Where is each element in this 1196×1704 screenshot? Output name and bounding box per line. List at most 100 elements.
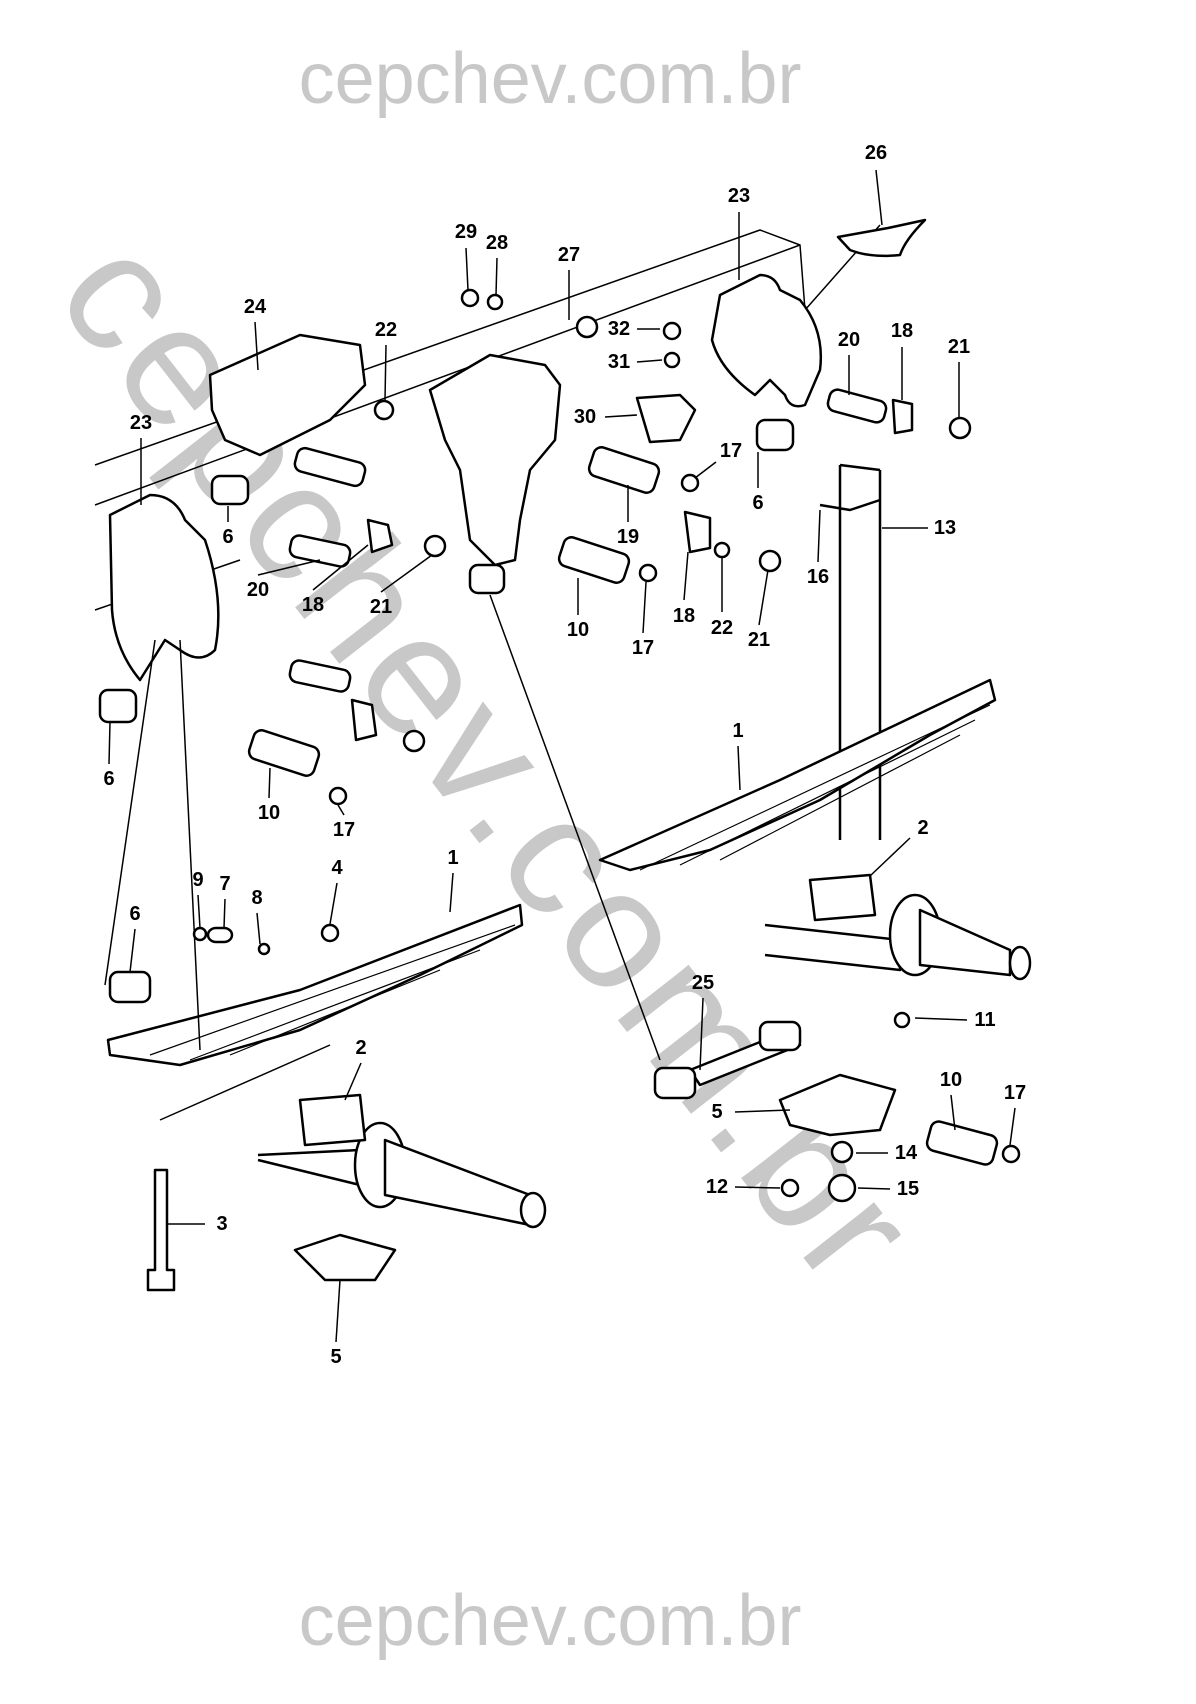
bushing: [206, 926, 234, 944]
leader-line: [329, 882, 338, 925]
callout-part-number: 10: [939, 1069, 963, 1091]
leader-line: [449, 872, 454, 913]
callout-part-number: 10: [566, 619, 590, 641]
fastener: [373, 399, 395, 421]
part-23-hanger-right: [710, 273, 822, 408]
callout-part-number: 18: [672, 605, 696, 627]
leaf-lines-left: [149, 924, 516, 1061]
part-13-u-bolts: [819, 463, 882, 840]
fastener: [486, 293, 504, 311]
bushing: [826, 388, 888, 424]
leader-line: [817, 509, 821, 563]
leader-line: [734, 1186, 781, 1189]
leader-line: [223, 898, 226, 929]
nuts-and-washers: [192, 288, 1021, 1203]
callout-part-number: 21: [947, 336, 971, 358]
leader-line: [636, 359, 663, 363]
callout-part-number: 11: [974, 1009, 996, 1031]
leader-line: [857, 1187, 891, 1190]
callout-part-number: 5: [711, 1101, 723, 1123]
callout-part-number: 17: [631, 637, 655, 659]
fastener: [257, 942, 271, 956]
leader-line: [694, 461, 717, 479]
leader-line: [758, 569, 769, 626]
leader-line: [256, 912, 261, 945]
bushing: [288, 659, 352, 693]
leader-line: [869, 837, 911, 877]
callout-part-number: 26: [864, 142, 888, 164]
callout-part-number: 22: [374, 319, 398, 341]
callout-part-number: 24: [243, 296, 267, 318]
watermark-bottom: cepchev.com.br: [298, 1581, 802, 1661]
leader-line: [254, 321, 259, 371]
bushing: [108, 970, 152, 1004]
leader-line: [699, 997, 704, 1071]
fastener: [460, 288, 480, 308]
bushing: [557, 536, 631, 584]
bushing: [288, 534, 352, 568]
part-2-axle-right: [764, 873, 1032, 981]
fastener: [893, 1011, 911, 1029]
fastener: [575, 315, 599, 339]
callout-part-number: 32: [607, 318, 631, 340]
leader-line: [337, 804, 345, 816]
leader-line: [384, 344, 387, 401]
fastener: [948, 416, 972, 440]
leader-line: [104, 639, 156, 986]
leader-line: [129, 928, 136, 973]
leader-line: [312, 544, 369, 591]
callout-part-number: 3: [216, 1213, 228, 1235]
callout-part-number: 20: [837, 329, 861, 351]
leader-line: [268, 767, 271, 799]
leader-line: [335, 1279, 341, 1343]
callout-part-number: 10: [257, 802, 281, 824]
part-3-long-bolt: [146, 1168, 176, 1292]
part-30-rubber-stop: [635, 393, 697, 444]
leader-line: [159, 1044, 331, 1121]
leader-line: [495, 257, 498, 296]
bushing: [925, 1120, 999, 1166]
callout-part-number: 12: [705, 1176, 729, 1198]
callout-part-number: 17: [719, 440, 743, 462]
callout-part-number: 6: [752, 492, 764, 514]
leader-line: [179, 639, 201, 1051]
callout-part-number: 5: [330, 1346, 342, 1368]
shackle-plates: [350, 398, 914, 742]
fastener: [1001, 1144, 1021, 1164]
bushing: [587, 446, 661, 494]
callout-part-number: 19: [616, 526, 640, 548]
leader-line: [642, 581, 647, 634]
leader-line: [489, 594, 661, 1061]
leader-line: [344, 1062, 362, 1101]
leader-line: [465, 247, 469, 291]
callout-part-number: 22: [710, 617, 734, 639]
callout-part-number: 25: [691, 972, 715, 994]
callout-part-number: 1: [447, 847, 459, 869]
part-2-axle-left: [257, 1093, 547, 1229]
callout-part-number: 21: [369, 596, 393, 618]
leader-line: [875, 169, 883, 226]
callout-part-number: 7: [219, 873, 231, 895]
callout-part-number: 23: [727, 185, 751, 207]
leader-lines: [104, 169, 1016, 1343]
callout-part-number: 16: [806, 566, 830, 588]
bushings: [98, 388, 999, 1166]
callout-part-number: 14: [894, 1142, 918, 1164]
leader-line: [604, 414, 638, 418]
callout-part-number: 6: [222, 526, 234, 548]
watermark-top: cepchev.com.br: [298, 39, 802, 119]
fastener: [192, 926, 208, 942]
leader-line: [380, 554, 433, 593]
callout-part-number: 2: [355, 1037, 367, 1059]
leader-line: [950, 1094, 956, 1131]
bushing: [98, 688, 138, 724]
leader-line: [737, 745, 741, 791]
bushing: [293, 446, 367, 488]
callout-part-number: 30: [573, 406, 597, 428]
callout-part-number: 28: [485, 232, 509, 254]
fastener: [638, 563, 658, 583]
callout-part-number: 29: [454, 221, 478, 243]
fastener: [402, 729, 426, 753]
part-5-spring-seat-left: [293, 1233, 397, 1282]
